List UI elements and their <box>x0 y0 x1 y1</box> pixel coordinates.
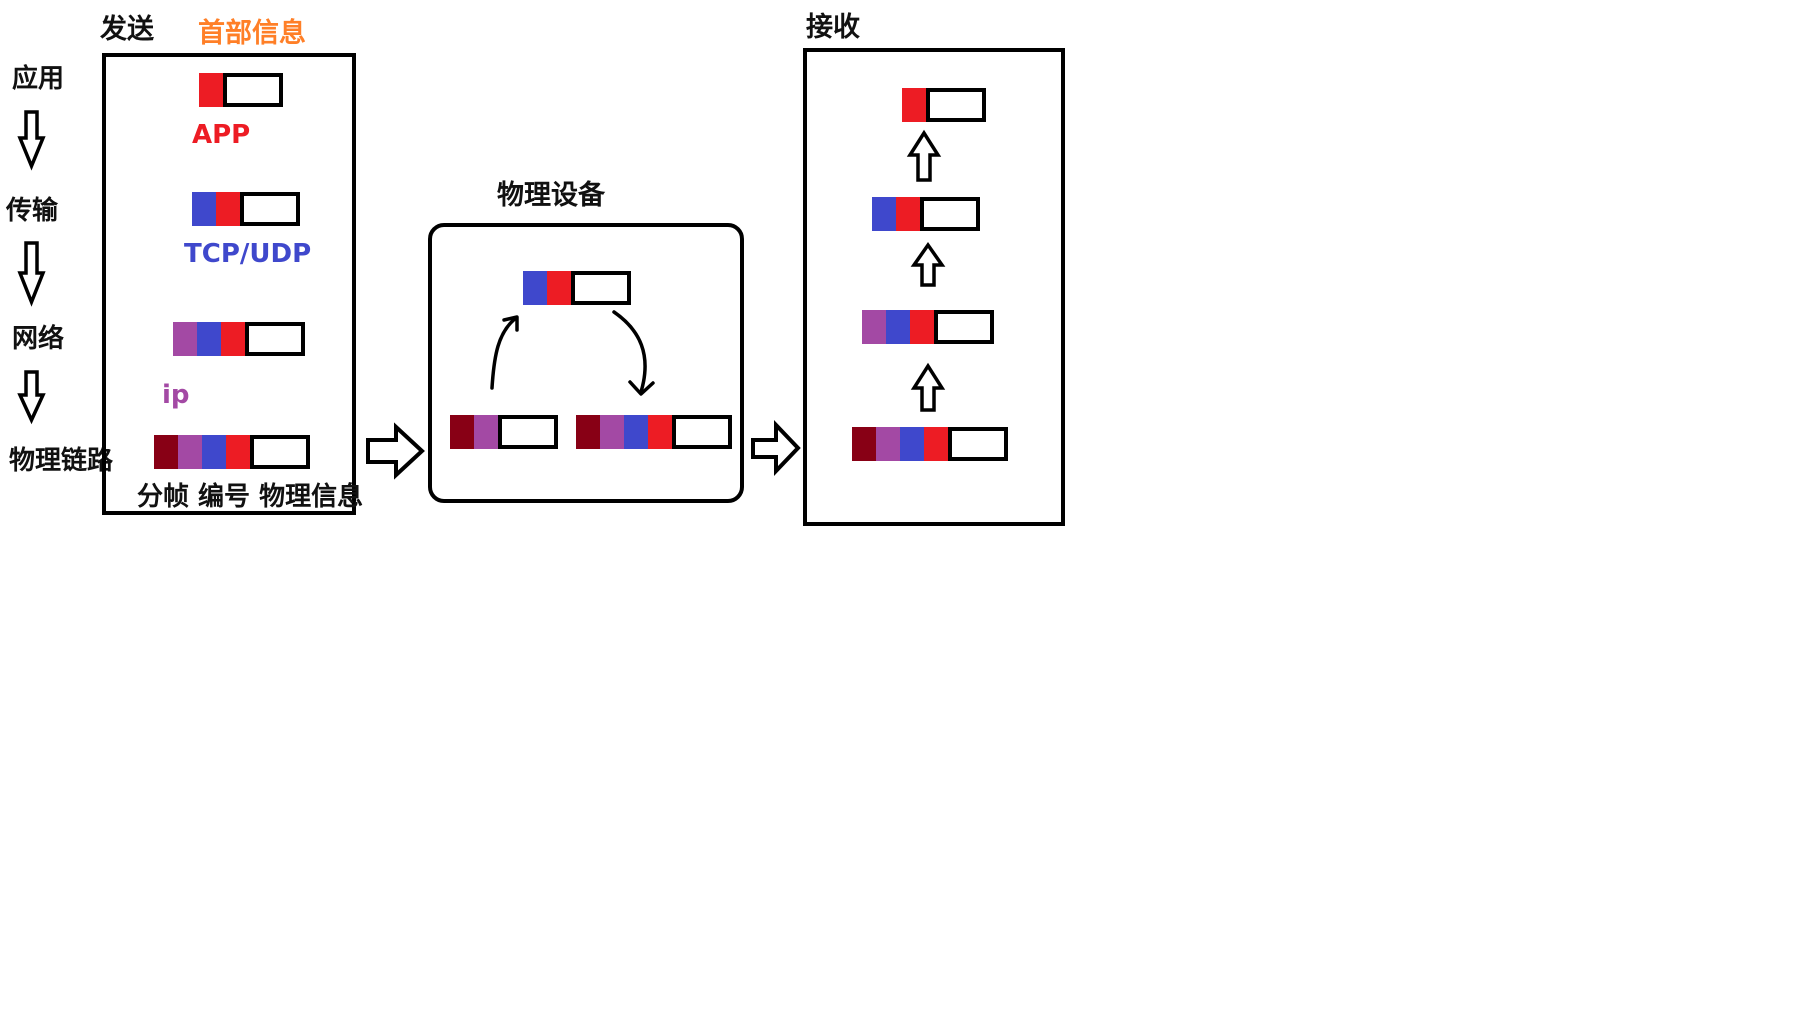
layer-label-network: 网络 <box>12 324 65 354</box>
header-block-app <box>924 427 948 461</box>
layer-label-app: 应用 <box>12 64 65 94</box>
payload-block <box>498 415 558 449</box>
header-block-app <box>902 88 926 122</box>
header-block-transport <box>523 271 547 305</box>
header-info-label: 首部信息 <box>198 18 306 49</box>
header-block-network <box>862 310 886 344</box>
link-info-label: 分帧 编号 物理信息 <box>137 482 364 512</box>
header-block-app <box>216 192 240 226</box>
send-title: 发送 <box>100 14 154 45</box>
send-packet-transport <box>192 192 300 226</box>
header-block-network <box>876 427 900 461</box>
header-block-app <box>226 435 250 469</box>
payload-block <box>948 427 1008 461</box>
payload-block <box>926 88 986 122</box>
header-block-app <box>648 415 672 449</box>
header-block-link <box>852 427 876 461</box>
device-box <box>428 223 744 503</box>
down-arrow-icon <box>17 370 46 425</box>
header-block-transport <box>872 197 896 231</box>
payload-block <box>934 310 994 344</box>
send-packet-network <box>173 322 305 356</box>
header-block-app <box>199 73 223 107</box>
up-arrow-icon <box>910 241 946 287</box>
curved-down-arrow-icon <box>612 310 647 394</box>
header-block-link <box>450 415 474 449</box>
header-block-transport <box>624 415 648 449</box>
layer-label-link: 物理链路 <box>9 446 114 476</box>
down-arrow-icon <box>17 110 46 171</box>
send-box <box>102 53 356 515</box>
payload-block <box>672 415 732 449</box>
payload-block <box>920 197 980 231</box>
header-block-link <box>576 415 600 449</box>
header-block-network <box>178 435 202 469</box>
header-block-transport <box>192 192 216 226</box>
receive-box <box>803 48 1065 526</box>
header-block-transport <box>197 322 221 356</box>
header-block-app <box>221 322 245 356</box>
up-arrow-icon <box>910 362 946 412</box>
header-block-app <box>896 197 920 231</box>
recv-packet-network <box>862 310 994 344</box>
header-block-network <box>474 415 498 449</box>
app-label: APP <box>192 120 251 150</box>
header-block-transport <box>886 310 910 344</box>
recv-packet-transport <box>872 197 980 231</box>
recv-packet-link <box>852 427 1008 461</box>
payload-block <box>245 322 305 356</box>
recv-packet-app <box>902 88 986 122</box>
header-block-app <box>547 271 571 305</box>
header-block-app <box>910 310 934 344</box>
curved-up-arrow-icon <box>490 316 518 390</box>
up-arrow-icon <box>906 129 942 182</box>
payload-block <box>223 73 283 107</box>
payload-block <box>571 271 631 305</box>
right-arrow-icon <box>751 420 801 476</box>
header-block-network <box>600 415 624 449</box>
ip-label: ip <box>162 380 190 410</box>
send-packet-app <box>199 73 283 107</box>
device-packet-right <box>576 415 732 449</box>
header-block-network <box>173 322 197 356</box>
layer-label-transport: 传输 <box>6 196 59 226</box>
header-block-transport <box>900 427 924 461</box>
right-arrow-icon <box>366 422 425 480</box>
payload-block <box>240 192 300 226</box>
device-title: 物理设备 <box>497 180 605 211</box>
header-block-link <box>154 435 178 469</box>
device-packet-left <box>450 415 558 449</box>
payload-block <box>250 435 310 469</box>
device-packet-top <box>523 271 631 305</box>
header-block-transport <box>202 435 226 469</box>
down-arrow-icon <box>17 241 46 307</box>
tcp-udp-label: TCP/UDP <box>184 239 312 269</box>
receive-title: 接收 <box>806 12 860 43</box>
send-packet-link <box>154 435 310 469</box>
